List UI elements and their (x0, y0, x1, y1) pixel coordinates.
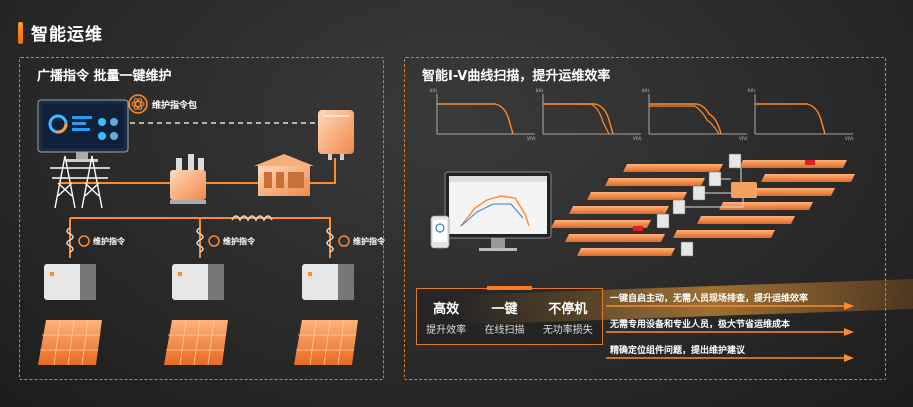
iv-chart-1-xlabel: V(V) (527, 136, 536, 141)
feature-item: 高效 提升效率 (426, 298, 466, 336)
solar-array-1 (38, 319, 102, 366)
benefit-item: 一键自启主动，无需人员现场排查，提升运维效率 (606, 288, 860, 314)
command-label-1: 维护指令 (93, 236, 126, 246)
benefit-item: 精确定位组件问题，提出维护建议 (606, 340, 860, 366)
feature-subtitle: 提升效率 (426, 324, 467, 336)
title-accent-bar (18, 21, 23, 44)
iv-chart-1-ylabel: I(A) (430, 88, 437, 93)
inverter-group-2 (172, 227, 224, 300)
transmission-tower-icon (50, 155, 110, 209)
desktop-computer-icon (444, 171, 552, 251)
header: 智能运维 (18, 20, 103, 45)
package-label: 维护指令包 (152, 99, 197, 111)
feature-item: 不停机 无功率损失 (543, 298, 593, 336)
iv-chart-3-xlabel: V(V) (739, 136, 748, 141)
coil-icon (231, 215, 273, 222)
feature-subtitle: 无功率损失 (542, 324, 593, 336)
page-title: 智能运维 (31, 25, 103, 45)
transformer-icon (170, 154, 206, 204)
feature-subtitle: 在线扫描 (484, 324, 525, 336)
broadcast-panel: 广播指令 批量一键维护 维护 (19, 57, 385, 380)
phone-icon (430, 215, 450, 249)
benefit-text: 精确定位组件问题，提出维护建议 (610, 346, 746, 356)
benefit-text: 无需专用设备和专业人员，极大节省运维成本 (610, 320, 791, 330)
broadcast-panel-title: 广播指令 批量一键维护 (37, 69, 172, 84)
monitor-icon (37, 99, 129, 162)
command-label-2: 维护指令 (223, 236, 256, 246)
feature-title: 高效 (433, 301, 460, 317)
iv-chart-2-ylabel: I(A) (536, 88, 543, 93)
iv-chart-4: I(A) V(V) (748, 88, 854, 141)
iv-chart-3: I(A) V(V) (642, 88, 748, 141)
benefit-item: 无需专用设备和专业人员，极大节省运维成本 (606, 314, 860, 340)
atom-icon (128, 94, 148, 114)
arrow-icon (606, 328, 854, 336)
substation-icon (254, 154, 314, 196)
controller-icon (318, 110, 354, 160)
solar-array-3 (294, 319, 358, 366)
iv-scan-panel: 智能I-V曲线扫描，提升运维效率 I(A) V(V) I(A) V(V) I(A… (404, 57, 886, 380)
benefit-text: 一键自启主动，无需人员现场排查，提升运维效率 (610, 294, 809, 304)
iv-chart-2-xlabel: V(V) (633, 136, 642, 141)
command-label-3: 维护指令 (353, 236, 385, 246)
solar-array-2 (164, 319, 228, 366)
feature-item: 一键 在线扫描 (484, 298, 524, 336)
arrow-icon (606, 354, 854, 362)
feature-box: 高效 提升效率 一键 在线扫描 不停机 无功率损失 (416, 286, 603, 345)
arrow-icon (606, 302, 854, 310)
iv-chart-3-ylabel: I(A) (642, 88, 649, 93)
inverter-group-1 (44, 227, 96, 300)
feature-title: 不停机 (548, 301, 588, 317)
inverter-group-3 (302, 227, 354, 300)
iv-chart-1: I(A) V(V) (430, 88, 536, 141)
iv-scan-panel-title: 智能I-V曲线扫描，提升运维效率 (422, 69, 611, 84)
iv-chart-2: I(A) V(V) (536, 88, 642, 141)
benefit-list: 一键自启主动，无需人员现场排查，提升运维效率 无需专用设备和专业人员，极大节省运… (606, 288, 860, 366)
solar-field (551, 153, 855, 257)
iv-chart-4-ylabel: I(A) (748, 88, 755, 93)
iv-chart-4-xlabel: V(V) (845, 136, 854, 141)
feature-title: 一键 (491, 301, 518, 317)
